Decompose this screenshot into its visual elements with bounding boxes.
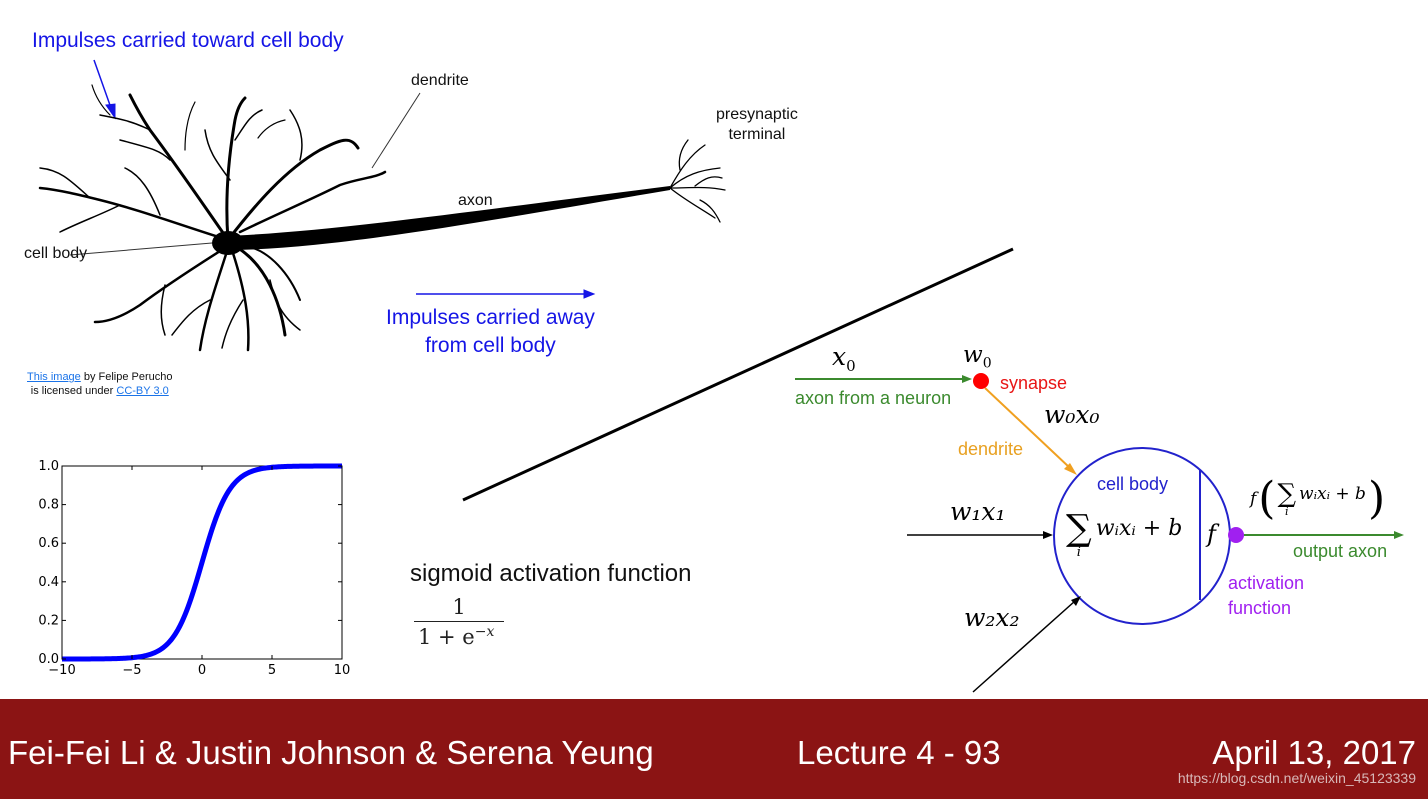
synapse-label: synapse — [1000, 373, 1067, 394]
dendrite-model-label: dendrite — [958, 439, 1023, 460]
axon-from-neuron-label: axon from a neuron — [795, 388, 951, 409]
w1x1-label: w₁x₁ — [950, 497, 1006, 526]
sigma-icon: ∑ — [1066, 512, 1092, 546]
sum-expression: ∑ i wᵢxᵢ + b — [1066, 512, 1182, 559]
w2x2-label: w₂x₂ — [964, 603, 1020, 632]
output-sum-index: i — [1285, 506, 1289, 517]
activation-function-label: activation function — [1228, 571, 1304, 621]
output-axon-label: output axon — [1293, 541, 1387, 562]
output-sigma-icon: ∑ — [1277, 482, 1296, 506]
cell-body-model-label: cell body — [1097, 474, 1168, 495]
footer-bar: Fei-Fei Li & Justin Johnson & Serena Yeu… — [0, 699, 1428, 799]
footer-authors: Fei-Fei Li & Justin Johnson & Serena Yeu… — [8, 734, 654, 772]
output-formula: f ( ∑ i wᵢxᵢ + b ) — [1250, 477, 1385, 521]
footer-lecture: Lecture 4 - 93 — [797, 734, 1001, 772]
w0x0-label: w₀x₀ — [1044, 400, 1100, 429]
sum-index: i — [1077, 546, 1081, 559]
synapse-dot — [973, 373, 989, 389]
footer-url: https://blog.csdn.net/weixin_45123339 — [1178, 770, 1416, 786]
activation-line-2: function — [1228, 596, 1304, 621]
footer-date: April 13, 2017 — [1212, 734, 1416, 772]
activation-line-1: activation — [1228, 571, 1304, 596]
output-f: f — [1250, 489, 1256, 509]
sum-terms: wᵢxᵢ + b — [1096, 516, 1183, 541]
x0-label: x0 — [832, 342, 856, 375]
paren-left-icon: ( — [1258, 477, 1275, 521]
w0-label: w0 — [963, 342, 992, 372]
paren-right-icon: ) — [1368, 477, 1385, 521]
activation-dot — [1228, 527, 1244, 543]
output-sum-terms: wᵢxᵢ + b — [1299, 484, 1366, 504]
f-symbol: f — [1207, 520, 1216, 548]
